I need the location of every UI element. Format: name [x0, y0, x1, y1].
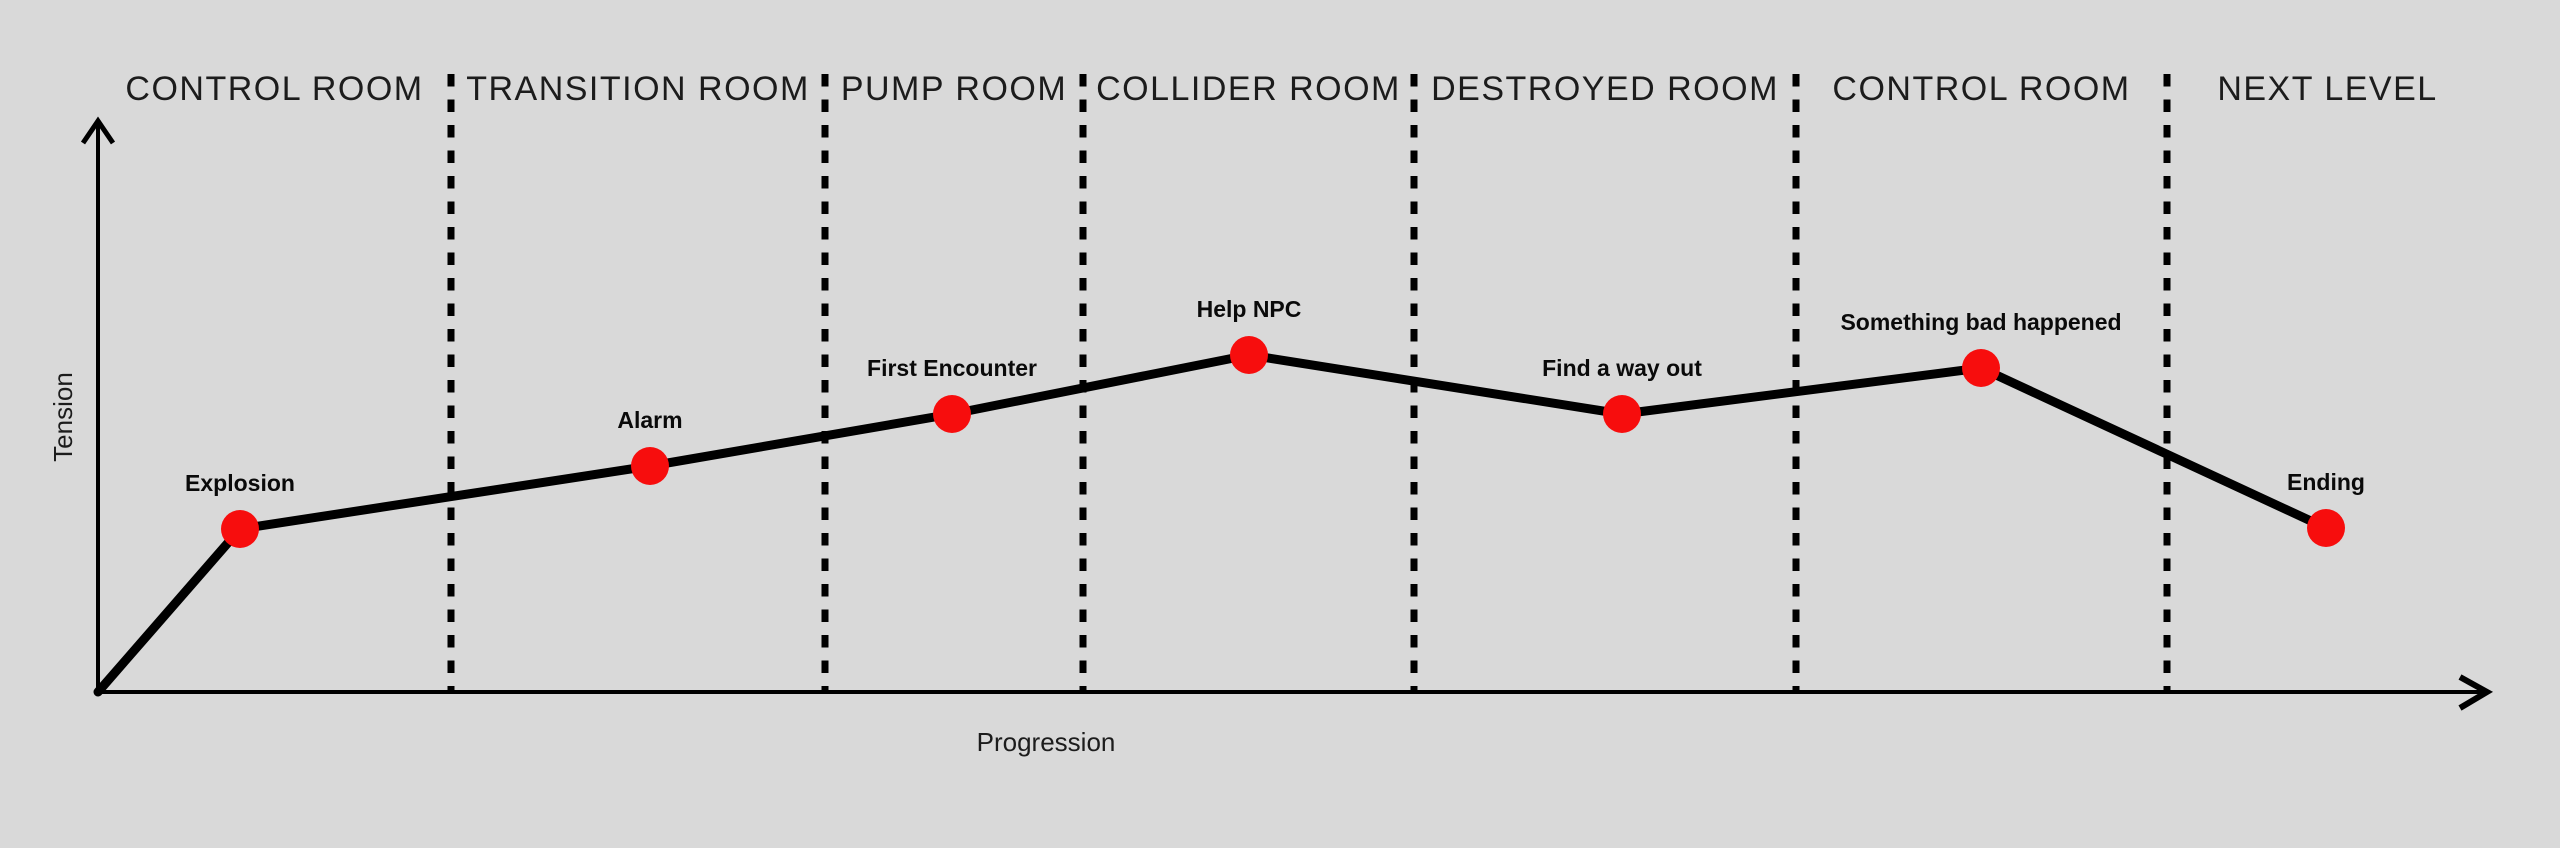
data-point-label: Explosion	[185, 470, 295, 496]
data-point-dot	[1603, 395, 1641, 433]
room-label: COLLIDER ROOM	[1096, 70, 1401, 108]
x-axis-arrowhead	[2458, 674, 2494, 711]
data-point-label: Alarm	[617, 407, 682, 433]
x-axis-label: Progression	[977, 727, 1116, 757]
data-point-label: Ending	[2287, 469, 2365, 495]
room-label: TRANSITION ROOM	[466, 70, 810, 108]
data-point-dot	[933, 395, 971, 433]
room-labels: CONTROL ROOM TRANSITION ROOM PUMP ROOM COLL…	[125, 70, 2437, 108]
data-point-label: Find a way out	[1542, 355, 1702, 381]
room-label: DESTROYED ROOM	[1431, 70, 1779, 108]
data-point-dot	[2307, 509, 2345, 547]
room-dividers	[447, 74, 2171, 692]
room-label: PUMP ROOM	[841, 70, 1067, 108]
data-point-label: Help NPC	[1197, 296, 1302, 322]
room-label: CONTROL ROOM	[1832, 70, 2130, 108]
data-point-dot	[1962, 349, 2000, 387]
data-point-dot	[221, 510, 259, 548]
y-axis-label: Tension	[48, 372, 78, 462]
data-point-label: First Encounter	[867, 355, 1037, 381]
room-label: NEXT LEVEL	[2217, 70, 2437, 108]
data-points: Explosion Alarm First Encounter Help NPC Fin…	[185, 296, 2365, 548]
room-label: CONTROL ROOM	[125, 70, 423, 108]
data-point-dot	[631, 447, 669, 485]
data-point-label: Something bad happened	[1840, 309, 2121, 335]
tension-curve	[93, 350, 2331, 697]
y-axis-arrowhead	[80, 116, 116, 145]
data-point-dot	[1230, 336, 1268, 374]
